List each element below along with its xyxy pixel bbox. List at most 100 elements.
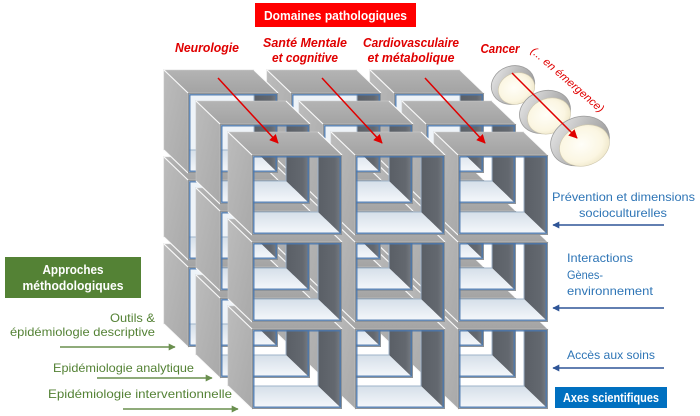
domains-title-box bbox=[255, 3, 416, 27]
cube-inner-edge bbox=[355, 155, 422, 213]
cube-inner-wall bbox=[524, 329, 548, 409]
cube-inner-edge bbox=[458, 329, 525, 387]
domain-label-neurologie: Neurologie bbox=[175, 40, 239, 55]
cube-edge-highlight bbox=[195, 100, 221, 125]
cube-inner-floor bbox=[252, 386, 342, 409]
cube-inner-floor bbox=[252, 212, 342, 235]
cube-front-opening bbox=[459, 243, 547, 321]
method-label-descriptive-line2: épidémiologie descriptive bbox=[10, 325, 155, 339]
cube-cell bbox=[195, 100, 311, 205]
cube-inner-wall bbox=[318, 155, 342, 235]
cube-front-opening bbox=[253, 330, 341, 408]
domains-title: Domaines pathologiques bbox=[264, 9, 407, 23]
cube-front-opening bbox=[356, 243, 444, 321]
domain-label-sante-mentale-line2: et cognitive bbox=[272, 50, 338, 65]
cube-inner-wall bbox=[318, 242, 342, 322]
cube-front-opening bbox=[356, 156, 444, 234]
cube-edge-highlight bbox=[388, 100, 414, 125]
cube-front-frame bbox=[252, 155, 342, 235]
cube-edge-highlight bbox=[420, 131, 446, 156]
domain-label-sante-mentale-line1: Santé Mentale bbox=[263, 35, 347, 50]
cube-inner-edge bbox=[458, 242, 525, 300]
arrow-cardiovasculaire bbox=[424, 77, 486, 144]
cube-grid bbox=[163, 69, 549, 410]
cube-inner-edge bbox=[252, 329, 319, 387]
domain-label-cancer: Cancer bbox=[481, 41, 521, 56]
arrow-cancer bbox=[511, 72, 578, 139]
methods-title-box bbox=[5, 257, 141, 298]
cube-edge-highlight bbox=[163, 69, 189, 94]
domain-label-cardio-line2: et métabolique bbox=[368, 50, 455, 65]
cube-edge-highlight bbox=[195, 180, 221, 205]
cube-edge-highlight bbox=[285, 100, 311, 125]
cube-front-frame bbox=[355, 155, 445, 235]
cube-front-frame bbox=[458, 155, 548, 235]
cube-inner-floor bbox=[252, 299, 342, 322]
arrow-sante-mentale bbox=[321, 77, 383, 144]
cube-edge-highlight bbox=[163, 156, 189, 181]
cube-inner-wall bbox=[318, 329, 342, 409]
disc-face bbox=[498, 72, 535, 105]
cube-edge-highlight bbox=[459, 69, 485, 94]
cube-edge-highlight bbox=[227, 305, 253, 330]
cube-edge-highlight bbox=[195, 187, 221, 212]
cube-edge-highlight bbox=[227, 211, 253, 236]
cube-edge-highlight bbox=[227, 298, 253, 323]
cube-front-frame bbox=[355, 329, 445, 409]
cube-edge-highlight bbox=[330, 131, 356, 156]
domain-label-cardio-line1: Cardiovasculaire bbox=[363, 35, 459, 50]
cube-edge-highlight bbox=[401, 100, 427, 125]
cube-inner-floor bbox=[355, 212, 445, 235]
cube-edge-highlight bbox=[266, 69, 292, 94]
cube-edge-highlight bbox=[356, 69, 382, 94]
domain-arrows bbox=[217, 72, 578, 144]
axis-label-interactions-line3: environnement bbox=[567, 284, 654, 298]
cube-edge-highlight bbox=[253, 69, 279, 94]
cube-cell bbox=[227, 131, 343, 236]
cube-edge-highlight bbox=[491, 100, 517, 125]
arrow-neurologie bbox=[217, 77, 279, 144]
methods-panel: Approches méthodologiques Outils & épidé… bbox=[5, 257, 239, 413]
cube-edge-highlight bbox=[195, 354, 221, 379]
method-label-descriptive-line1: Outils & bbox=[110, 311, 155, 325]
cube-inner-wall bbox=[524, 155, 548, 235]
cube-inner-floor bbox=[458, 299, 548, 322]
cube-front-frame bbox=[252, 329, 342, 409]
axis-label-interactions-line1: Interactions bbox=[567, 251, 633, 265]
cube-inner-wall bbox=[421, 242, 445, 322]
cube-inner-floor bbox=[355, 299, 445, 322]
methods-title-line2: méthodologiques bbox=[23, 279, 124, 293]
cube-edge-highlight bbox=[227, 385, 253, 410]
cube-front-frame bbox=[355, 242, 445, 322]
cube-inner-edge bbox=[355, 329, 422, 387]
axis-label-acces-soins: Accès aux soins bbox=[567, 348, 655, 362]
axis-label-interactions-line2: Gènes- bbox=[567, 268, 603, 282]
cube-front-opening bbox=[253, 243, 341, 321]
cube-front-opening bbox=[221, 125, 309, 203]
cube-edge-highlight bbox=[195, 274, 221, 299]
cube-inner-edge bbox=[355, 242, 422, 300]
cube-front-frame bbox=[220, 124, 310, 204]
domains-header: Domaines pathologiques bbox=[255, 3, 416, 27]
axes-title-box bbox=[555, 387, 667, 408]
cube-front-opening bbox=[459, 156, 547, 234]
cube-edge-highlight bbox=[317, 131, 343, 156]
cube-edge-highlight bbox=[163, 323, 189, 348]
cube-inner-wall bbox=[421, 329, 445, 409]
cube-front-opening bbox=[356, 330, 444, 408]
methods-title-line1: Approches bbox=[43, 263, 104, 277]
method-label-interventionnelle: Epidémiologie interventionnelle bbox=[48, 387, 232, 401]
cube-edge-highlight bbox=[433, 131, 459, 156]
axis-label-prevention-line2: socioculturelles bbox=[579, 206, 667, 220]
cube-inner-floor bbox=[458, 386, 548, 409]
cube-edge-highlight bbox=[523, 131, 549, 156]
cube-edge-highlight bbox=[298, 100, 324, 125]
cube-inner-edge bbox=[252, 155, 319, 213]
axes-title: Axes scientifiques bbox=[563, 391, 659, 405]
cube-front-frame bbox=[458, 242, 548, 322]
cube-front-opening bbox=[459, 330, 547, 408]
cube-front-opening bbox=[253, 156, 341, 234]
cube-edge-highlight bbox=[195, 267, 221, 292]
cube-edge-highlight bbox=[369, 69, 395, 94]
